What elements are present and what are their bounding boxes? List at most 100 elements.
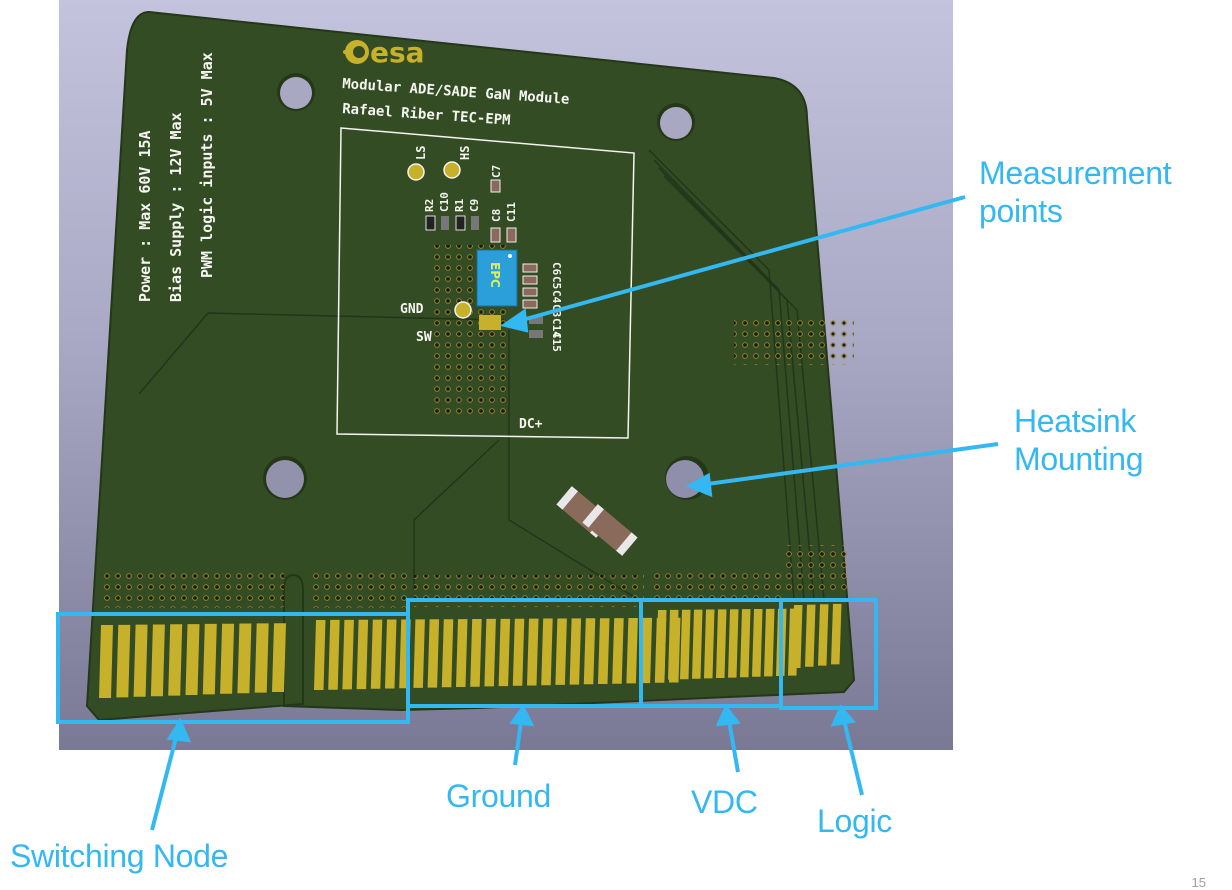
callout-logic: Logic <box>817 803 893 839</box>
edge-finger <box>612 618 624 684</box>
edge-finger <box>569 618 582 685</box>
highlight-vdc <box>639 598 783 708</box>
edge-finger <box>555 618 567 685</box>
edge-finger <box>185 624 200 695</box>
bulk-capacitors <box>556 486 638 556</box>
edge-finger <box>680 609 691 680</box>
ref-r2: R2 <box>423 199 436 212</box>
edge-finger <box>456 619 468 687</box>
chip-logo: EPC <box>488 262 502 288</box>
smd-components <box>425 179 543 338</box>
ref-c6: C6 <box>550 262 563 276</box>
edge-connector-fingers <box>99 603 842 698</box>
callout-heatsink-line2: Mounting <box>1014 440 1144 477</box>
label-ls: LS <box>414 146 428 160</box>
edge-finger <box>237 623 252 694</box>
ref-c10: C10 <box>438 192 451 212</box>
edge-finger <box>356 619 369 690</box>
arrow-logic <box>841 715 864 796</box>
arrowhead-heatsink <box>685 472 713 498</box>
edge-finger <box>168 624 183 696</box>
edge-finger <box>656 610 667 680</box>
edge-finger <box>512 618 525 686</box>
edge-finger <box>704 609 715 679</box>
edge-finger <box>626 618 638 684</box>
pcb-board-svg: esa Modular ADE/SADE GaN Module Rafael R… <box>85 10 856 722</box>
edge-finger <box>728 609 739 678</box>
edge-finger <box>150 624 165 697</box>
arrow-switching-node <box>150 729 180 831</box>
callout-vdc: VDC <box>691 784 758 820</box>
edge-finger <box>385 619 397 689</box>
esa-logo: esa <box>343 36 425 69</box>
edge-finger <box>818 604 829 666</box>
edge-finger <box>202 623 217 695</box>
edge-finger <box>272 623 286 692</box>
callout-measurement-line2: points <box>979 192 1063 229</box>
edge-finger <box>133 624 148 697</box>
edge-finger <box>470 619 482 687</box>
ref-c15: C15 <box>550 332 563 352</box>
edge-finger <box>527 618 539 686</box>
arrow-heatsink <box>699 442 999 487</box>
highlight-ground <box>406 598 643 708</box>
label-dc-plus: DC+ <box>519 417 543 432</box>
edge-finger <box>541 618 553 686</box>
pcb-3d-render: esa Modular ADE/SADE GaN Module Rafael R… <box>59 0 953 750</box>
edge-finger <box>484 618 496 687</box>
edge-finger <box>116 624 131 698</box>
arrowhead-measurement <box>500 308 529 333</box>
copper-pour-lines <box>138 149 825 601</box>
label-sw: SW <box>416 330 432 345</box>
edge-finger <box>427 619 440 688</box>
arrowhead-logic <box>830 704 856 727</box>
spec-line-pwm: PWM logic inputs : 5V Max <box>198 52 216 278</box>
via-field <box>784 545 849 595</box>
edge-finger <box>740 609 751 678</box>
label-hs: HS <box>458 146 472 160</box>
ref-c7: C7 <box>490 165 503 178</box>
edge-finger <box>99 625 113 698</box>
edge-finger <box>370 619 383 689</box>
edge-finger <box>498 618 511 687</box>
callout-heatsink-line1: Heatsink <box>1014 403 1137 439</box>
gan-chip: EPC <box>476 249 518 307</box>
slide-page-number: 15 <box>1191 875 1206 890</box>
highlight-switching-node <box>56 612 410 724</box>
callout-ground: Ground <box>446 778 551 814</box>
ref-c11: C11 <box>505 202 518 222</box>
edge-finger <box>314 620 326 690</box>
spec-line-power: Power : Max 60V 15A <box>136 130 154 302</box>
ref-c14: C14 <box>550 318 563 338</box>
callout-measurement-line1: Measurement <box>979 155 1172 191</box>
edge-finger <box>752 609 763 677</box>
edge-finger <box>328 619 340 690</box>
arrow-measurement <box>514 195 966 324</box>
edge-finger <box>805 604 816 667</box>
ref-c8: C8 <box>490 209 503 222</box>
label-gnd: GND <box>400 302 424 317</box>
edge-finger <box>792 605 803 668</box>
logo-text: esa <box>370 36 425 69</box>
test-points <box>407 161 501 330</box>
ref-c5: C5 <box>550 276 563 289</box>
arrowhead-ground <box>509 704 535 727</box>
arrowhead-vdc <box>715 704 741 727</box>
edge-finger <box>583 618 596 685</box>
callout-measurement-points: Measurement points <box>979 155 1172 231</box>
callout-heatsink-mounting: Heatsink Mounting <box>1014 403 1144 479</box>
edge-finger <box>764 608 775 677</box>
edge-finger <box>598 618 610 684</box>
edge-finger <box>716 609 727 678</box>
via-field <box>651 570 781 602</box>
edge-finger <box>254 623 269 693</box>
arrowhead-switching-node <box>166 717 192 743</box>
callout-switching-node: Switching Node <box>10 838 229 874</box>
ref-c9: C9 <box>468 199 481 212</box>
edge-finger <box>831 603 842 665</box>
edge-finger <box>413 619 425 688</box>
highlight-logic <box>779 598 878 710</box>
via-field <box>104 572 284 608</box>
edge-finger <box>640 617 653 684</box>
